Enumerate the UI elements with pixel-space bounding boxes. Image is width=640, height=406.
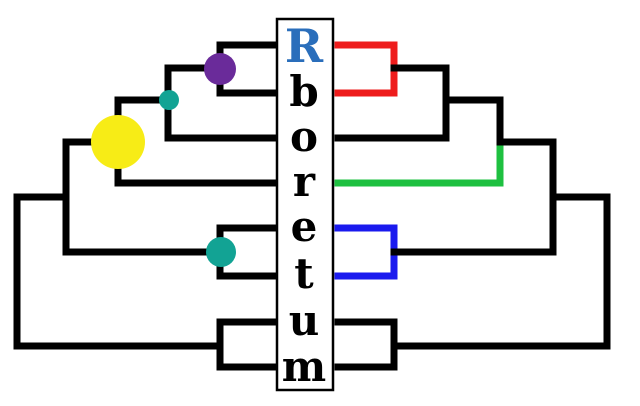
node-purple-circle <box>204 53 236 85</box>
node-teal-small-circle <box>159 90 179 110</box>
letter-t: t <box>294 249 314 298</box>
letter-b: b <box>289 67 318 116</box>
letter-o: o <box>290 112 318 161</box>
right-tree <box>334 41 611 371</box>
letter-box <box>275 17 335 392</box>
node-yellow-circle <box>91 115 145 169</box>
letter-e: e <box>291 202 318 251</box>
node-teal-large-circle <box>206 237 236 267</box>
letter-r: r <box>293 157 316 206</box>
letter-R: R <box>285 19 324 73</box>
letter-u: u <box>289 296 320 345</box>
letter-m: m <box>282 342 326 391</box>
left-tree-nodes <box>91 53 236 267</box>
left-tree <box>13 41 282 371</box>
logo-letters: R b o r e t u m <box>282 19 326 391</box>
